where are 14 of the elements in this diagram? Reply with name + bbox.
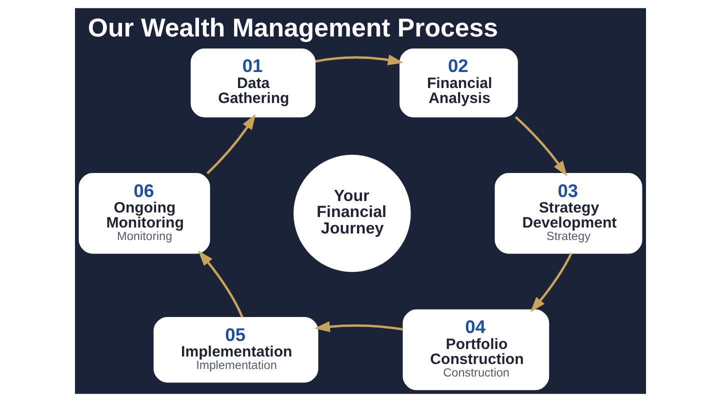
node-box: 04 Portfolio Construction Construction: [402, 309, 549, 390]
node-box: 01 Data Gathering: [190, 48, 316, 118]
diagram-title: Our Wealth Management Process: [87, 14, 498, 42]
arrow: [314, 321, 403, 332]
node-circle: Your Financial Journey: [293, 154, 410, 272]
arrow: [206, 114, 256, 174]
arrow: [314, 54, 403, 66]
node-box: 02 Financial Analysis: [399, 48, 518, 118]
arrow: [198, 250, 243, 318]
node-box: 03 Strategy Development Strategy: [494, 173, 642, 254]
arrow: [530, 252, 572, 312]
node-box: 05 Implementation Implementation: [153, 316, 318, 383]
node-box: 06 Ongoing Monitoring Monitoring: [78, 173, 210, 254]
arrow: [514, 116, 567, 176]
